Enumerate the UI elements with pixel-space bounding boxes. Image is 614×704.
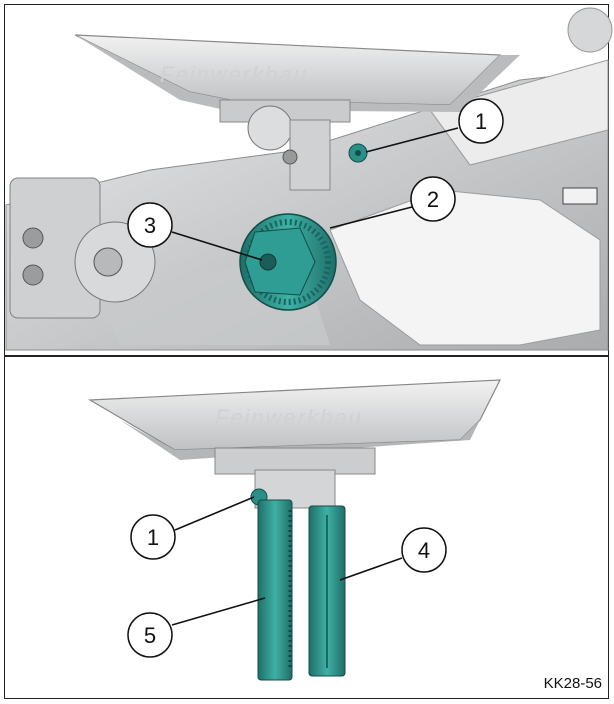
callout-1-top-circle (458, 98, 504, 144)
callout-4-label: 4 (418, 538, 430, 563)
callout-5-label: 5 (144, 623, 156, 648)
rail-5 (257, 499, 293, 681)
stock-opening (329, 189, 601, 346)
side-screw-bottom (22, 264, 44, 286)
rear-insert (562, 187, 598, 205)
callout-2-circle (410, 176, 456, 222)
pivot-center (93, 247, 123, 277)
clamp-knob (247, 105, 293, 151)
clamp-screw (282, 149, 298, 165)
callout-3-label: 3 (144, 213, 156, 238)
callout-1-bottom-label: 1 (147, 525, 159, 550)
callout-3-circle (127, 202, 173, 248)
callout-1-top-label: 1 (475, 109, 487, 134)
callout-4-circle (401, 527, 447, 573)
figure-code: KK28-56 (543, 675, 602, 692)
leader-1-bottom (174, 496, 255, 531)
adjustment-knob (239, 213, 337, 311)
callout-5-circle (127, 612, 173, 658)
panel-divider (4, 355, 609, 357)
callout-2-label: 2 (427, 187, 439, 212)
leader-1-top (365, 127, 459, 153)
top-panel: Feinwerkbau 1 2 3 (5, 7, 613, 351)
brand-mark-top: Feinwerkbau (160, 62, 308, 87)
cheek-piece-edge (75, 35, 520, 112)
upper-knob (567, 7, 613, 53)
callout-1-bottom-circle (130, 514, 176, 560)
leader-5 (171, 597, 266, 626)
leader-3 (171, 231, 263, 261)
leader-4 (339, 557, 403, 581)
side-screw-top (22, 227, 44, 249)
brand-mark-bottom: Feinwerkbau (215, 405, 363, 430)
leader-2 (329, 206, 413, 229)
bottom-panel: Feinwerkbau 1 4 5 (87, 379, 501, 681)
